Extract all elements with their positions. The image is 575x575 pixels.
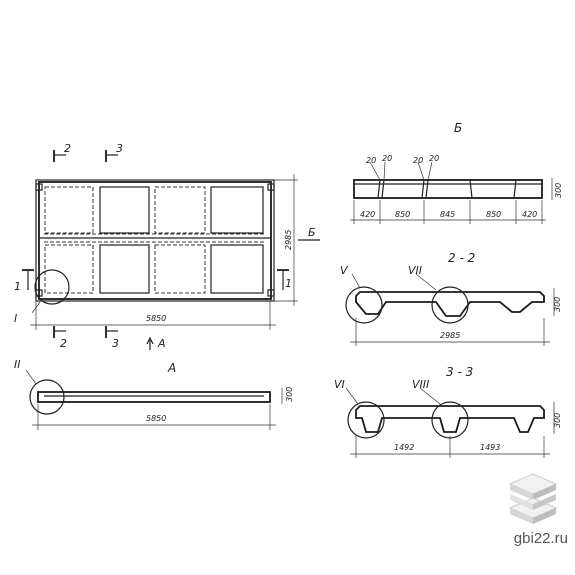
- view-b-rib-1: [377, 179, 381, 199]
- view-a-arrowhead: [146, 336, 154, 345]
- sec22-height: 300: [553, 297, 562, 312]
- view-b-title: Б: [454, 121, 462, 135]
- node-label-II: II: [14, 358, 21, 371]
- node-label-V: V: [340, 264, 349, 277]
- view-b-dim-4: 850: [486, 210, 501, 219]
- view-b-leader-2: [383, 161, 386, 181]
- side-slab: [37, 391, 271, 403]
- view-b-leader-1: [369, 161, 381, 181]
- sec33-dim-1: 1492: [394, 443, 414, 452]
- cell-top-3: [154, 186, 206, 234]
- view-b-rib-dim-3: 20: [413, 156, 423, 165]
- view-b-leader-4: [427, 161, 433, 181]
- view-a-title: А: [167, 361, 176, 375]
- view-b-rib-1b: [381, 179, 385, 199]
- node-leader-VI: [345, 387, 359, 405]
- view-b-rib-dim-2: 20: [382, 154, 392, 163]
- cell-bottom-1: [44, 244, 94, 294]
- sec1-right-label: 1: [285, 277, 292, 290]
- view-b-rib-4: [513, 179, 517, 199]
- cell-top-2: [99, 186, 150, 234]
- sec22-title: 2 - 2: [448, 251, 475, 265]
- view-b-leader-3: [417, 161, 425, 181]
- side-view-a: А II 5850 300: [14, 358, 294, 430]
- sec3-bottom-label: 3: [112, 337, 119, 350]
- sec3-top-label: 3: [116, 142, 123, 155]
- sec33-profile: [355, 405, 545, 433]
- node-circle-I: [34, 269, 70, 305]
- view-b-dim-5: 420: [522, 210, 537, 219]
- stacked-slabs-logo-icon: [508, 473, 558, 524]
- side-dim-length: 5850: [146, 414, 166, 423]
- node-leader-VII: [415, 273, 437, 291]
- cell-bottom-4: [210, 244, 264, 294]
- view-b-rib-3: [469, 179, 473, 199]
- node-circle-VI: [347, 401, 385, 439]
- sec33-height: 300: [553, 413, 562, 428]
- node-circle-VII: [431, 286, 469, 324]
- dim-wid-value: 2985: [284, 230, 293, 250]
- node-circle-V: [345, 286, 383, 324]
- cell-top-1: [44, 186, 94, 234]
- sec33-dim-2: 1493: [480, 443, 500, 452]
- sec22-width: 2985: [440, 331, 460, 340]
- node-leader-V: [351, 273, 361, 289]
- dim-len-value: 5850: [146, 314, 166, 323]
- view-b-rib-dim-4: 20: [429, 154, 439, 163]
- view-b-rib-2b: [425, 179, 429, 199]
- watermark-text: gbi22.ru: [513, 530, 568, 547]
- notch-tr: [267, 183, 275, 191]
- side-dim-height: 300: [285, 387, 294, 402]
- slab-outline: [38, 181, 272, 300]
- sec2-bottom-label: 2: [60, 337, 67, 350]
- view-b-dim-1: 420: [360, 210, 375, 219]
- view-b-rib-2: [421, 179, 425, 199]
- view-b: Б 20 20 20 20 420 850 845 850 420 300: [350, 121, 563, 224]
- section-3-3: 3 - 3 VI VIII 1492 1493 300: [334, 365, 562, 458]
- node-circle-II: [29, 379, 65, 415]
- sec1-left-label: 1: [14, 280, 21, 293]
- node-leader-II: [25, 369, 37, 385]
- section-2-2: 2 - 2 V VII 2985 300: [340, 251, 562, 346]
- plan-view: I 2 3 2 3 1 1 А Б 5850: [14, 142, 320, 350]
- sec2-top-label: 2: [64, 142, 71, 155]
- node-leader-VIII: [419, 387, 441, 405]
- sec22-profile: [355, 291, 545, 317]
- view-b-height: 300: [554, 183, 563, 198]
- view-b-slab: [353, 179, 543, 199]
- view-b-dim-2: 850: [395, 210, 410, 219]
- view-b-dim-3: 845: [440, 210, 455, 219]
- cell-bottom-2: [99, 244, 150, 294]
- cell-bottom-3: [154, 244, 206, 294]
- node-label-VII: VII: [408, 264, 422, 277]
- notch-tl: [35, 183, 43, 191]
- sec33-title: 3 - 3: [446, 365, 473, 379]
- view-b-label: Б: [308, 226, 316, 239]
- slab-outer-edge: [35, 179, 275, 302]
- notch-br: [267, 289, 275, 297]
- node-label-VI: VI: [334, 378, 345, 391]
- view-a-label: А: [157, 337, 166, 350]
- view-b-rib-dim-1: 20: [366, 156, 376, 165]
- node-label-VIII: VIII: [412, 378, 429, 391]
- node-label-I: I: [14, 312, 17, 325]
- cell-top-4: [210, 186, 264, 234]
